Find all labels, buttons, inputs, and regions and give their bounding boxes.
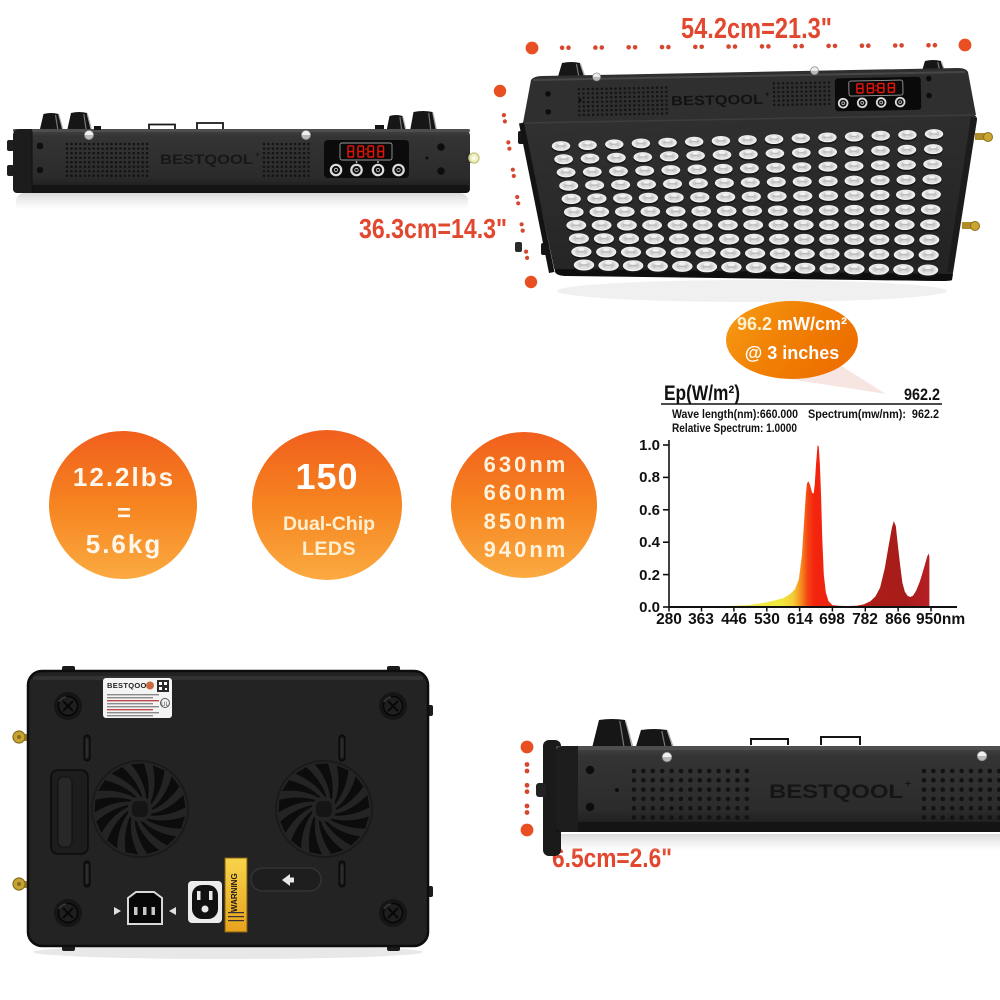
- svg-text:5.6kg: 5.6kg: [86, 529, 163, 559]
- svg-text:150: 150: [295, 456, 358, 497]
- svg-text:12.2lbs: 12.2lbs: [73, 462, 175, 492]
- svg-text:0.2: 0.2: [639, 567, 660, 584]
- svg-text:782: 782: [852, 611, 878, 628]
- svg-text:363: 363: [688, 611, 714, 628]
- svg-text:+: +: [905, 779, 911, 790]
- svg-text:0.6: 0.6: [639, 502, 660, 519]
- svg-text:@ 3 inches: @ 3 inches: [745, 343, 840, 363]
- svg-text:Ep(W/m²): Ep(W/m²): [664, 382, 740, 405]
- svg-text:BESTQOOL: BESTQOOL: [671, 92, 763, 109]
- svg-text:660nm: 660nm: [484, 480, 569, 505]
- svg-text:WARNING: WARNING: [230, 873, 239, 912]
- svg-text:Spectrum(mw/nm): 962.2: Spectrum(mw/nm): 962.2: [808, 407, 939, 421]
- svg-text:54.2cm=21.3": 54.2cm=21.3": [681, 13, 832, 45]
- svg-text:280: 280: [656, 611, 682, 628]
- svg-text:+: +: [255, 150, 260, 159]
- svg-text:530: 530: [754, 611, 780, 628]
- svg-text:940nm: 940nm: [484, 537, 569, 562]
- svg-text:698: 698: [819, 611, 845, 628]
- svg-text:96.2 mW/cm²: 96.2 mW/cm²: [737, 314, 847, 334]
- svg-text:630nm: 630nm: [484, 452, 569, 477]
- svg-text:866: 866: [885, 611, 911, 628]
- svg-text:850nm: 850nm: [484, 509, 569, 534]
- svg-text:614: 614: [787, 611, 813, 628]
- svg-text:0.0: 0.0: [639, 599, 660, 616]
- svg-text:0.4: 0.4: [639, 534, 661, 551]
- svg-text:Wave length(nm):660.000: Wave length(nm):660.000: [672, 407, 798, 421]
- svg-text:BESTQOOL: BESTQOOL: [769, 782, 903, 803]
- svg-text:BESTQOOL: BESTQOOL: [107, 681, 152, 690]
- svg-text:0.8: 0.8: [639, 469, 660, 486]
- svg-text:962.2: 962.2: [904, 385, 940, 404]
- svg-text:950nm: 950nm: [916, 611, 965, 628]
- svg-text:Relative Spectrum: 1.0000: Relative Spectrum: 1.0000: [672, 421, 797, 435]
- svg-text:Dual-Chip: Dual-Chip: [283, 513, 375, 535]
- svg-text:1.0: 1.0: [639, 437, 660, 454]
- svg-text:UL: UL: [161, 702, 169, 708]
- svg-text:BESTQOOL: BESTQOOL: [160, 151, 254, 167]
- svg-text:LEDS: LEDS: [302, 538, 356, 560]
- svg-text:36.3cm=14.3": 36.3cm=14.3": [359, 213, 507, 244]
- svg-text:446: 446: [721, 611, 747, 628]
- svg-text:=: =: [117, 500, 131, 527]
- svg-text:+: +: [765, 90, 770, 99]
